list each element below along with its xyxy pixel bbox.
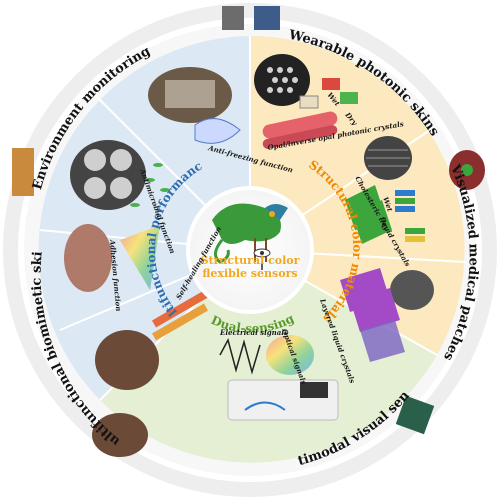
annot-electrical: Electrical signals <box>219 328 288 337</box>
wearable-photo-2 <box>254 6 280 30</box>
biomimetic-photo <box>92 413 148 457</box>
cholesteric-helix <box>345 185 392 244</box>
layered-lc-stack <box>340 268 400 332</box>
center-title-line2: flexible sensors <box>202 267 297 280</box>
adhesion-film <box>120 225 160 290</box>
red-block <box>322 78 340 90</box>
wearable-photo-1 <box>222 6 244 30</box>
antimicrobial-dishes <box>70 140 146 210</box>
electrical-wave <box>219 337 261 375</box>
self-healing-strip <box>152 290 208 341</box>
multimodal-photo <box>395 395 435 435</box>
opal-rods-image <box>262 111 338 149</box>
antifreeze-sheet <box>194 118 241 144</box>
optical-gradient <box>266 335 314 375</box>
chameleon-icon <box>212 203 288 264</box>
environment-photo <box>12 148 34 196</box>
structural-thumbnails <box>254 54 434 362</box>
bacteria-icons <box>130 163 170 207</box>
outer-photos <box>12 6 485 457</box>
eye-icon <box>253 248 271 258</box>
center-title-line1: Structural color <box>201 254 300 267</box>
dual-thumbnails <box>219 335 339 421</box>
multifunctional-thumbnails <box>64 67 241 390</box>
layered-micrograph <box>390 270 434 310</box>
green-block <box>340 92 358 104</box>
self-healing-photo <box>95 330 159 390</box>
wet-dry-stack <box>395 190 425 242</box>
adhesion-photo <box>64 224 112 292</box>
